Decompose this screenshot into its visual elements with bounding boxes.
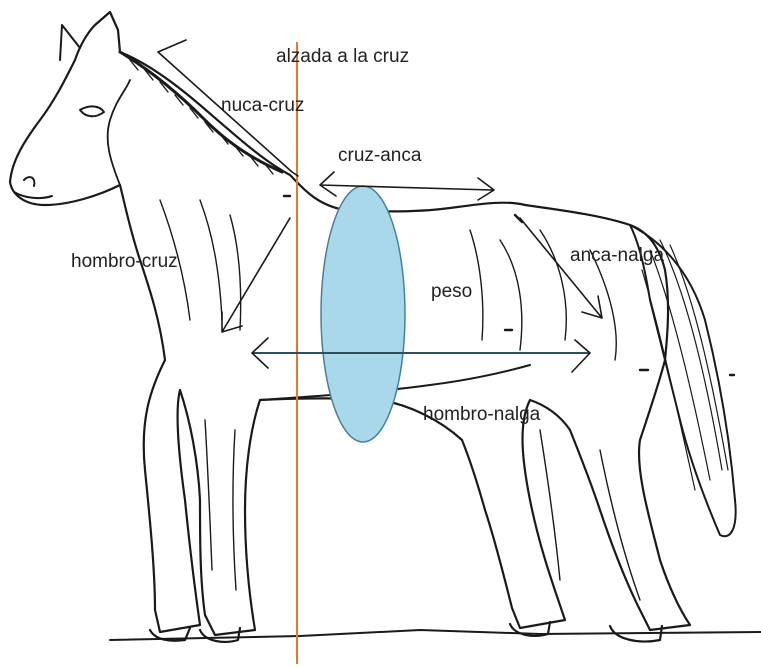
label-nuca-cruz: nuca-cruz <box>221 96 304 115</box>
horse-hooves <box>150 622 662 642</box>
horse-leg-details <box>205 420 640 600</box>
horse-jaw <box>108 80 130 185</box>
shoulder-withers-line <box>222 218 290 332</box>
horse-nostril <box>24 177 34 186</box>
label-hombro-nalga: hombro-nalga <box>423 405 540 424</box>
label-peso: peso <box>431 282 472 301</box>
label-alzada-a-la-cruz: alzada a la cruz <box>276 47 409 66</box>
horse-tail <box>630 225 736 536</box>
croup-buttock-line <box>520 218 602 318</box>
label-cruz-anca: cruz-anca <box>338 146 421 165</box>
label-hombro-cruz: hombro-cruz <box>71 252 178 271</box>
body-ellipse <box>321 186 405 442</box>
shoulder-buttock-arrows <box>252 338 590 372</box>
horse-eye <box>80 106 104 116</box>
label-anca-nalga: anca-nalga <box>570 246 664 265</box>
